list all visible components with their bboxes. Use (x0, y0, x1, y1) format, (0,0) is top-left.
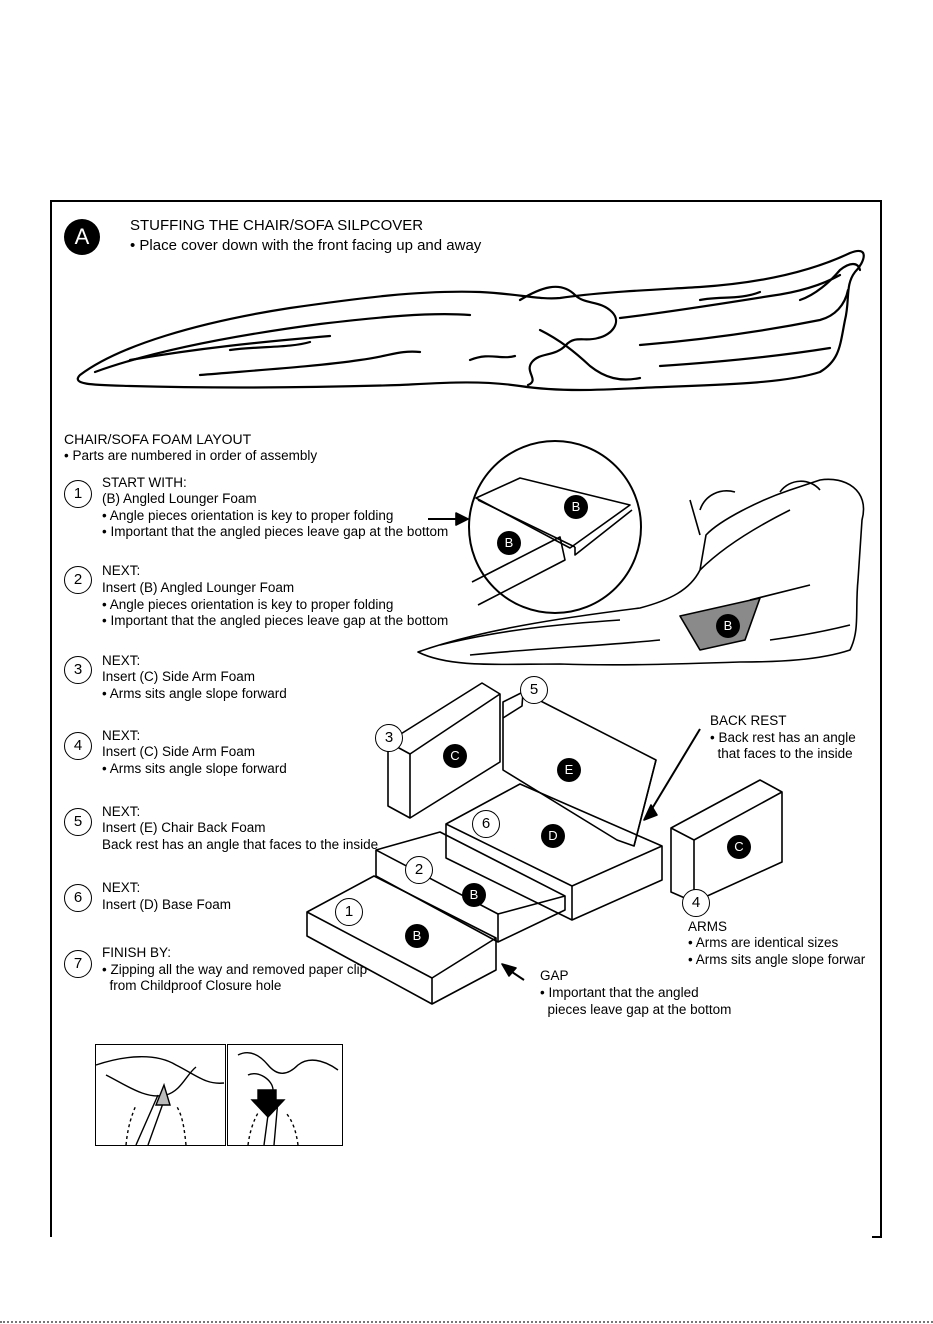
part-number-3: 3 (375, 724, 403, 752)
frame-corner-mark (872, 1236, 882, 1238)
piece-label-d: D (541, 824, 565, 848)
step-3-line: Insert (C) Side Arm Foam (102, 669, 256, 684)
page-bottom-edge (0, 1321, 933, 1323)
foam-layout-heading: CHAIR/SOFA FOAM LAYOUT (64, 431, 252, 447)
arms-line: • Arms sits angle slope forwar (688, 952, 866, 967)
piece-label-c-left: C (443, 744, 467, 768)
step-2-number: 2 (64, 566, 92, 594)
zipper-hand-right-icon (237, 1052, 339, 1146)
step-6-line: Insert (D) Base Foam (102, 897, 232, 912)
step-6-label: NEXT: (102, 880, 141, 895)
zipper-photo-left (95, 1044, 226, 1146)
piece-label-e: E (557, 758, 581, 782)
step-1-number: 1 (64, 480, 92, 508)
part-number-2: 2 (405, 856, 433, 884)
step-4-line: • Arms sits angle slope forward (102, 761, 287, 776)
step-1-line: • Angle pieces orientation is key to pro… (102, 508, 394, 523)
step-5-line: Back rest has an angle that faces to the… (102, 837, 379, 852)
step-2-label: NEXT: (102, 563, 141, 578)
back-rest-line: that faces to the inside (710, 746, 853, 761)
step-1-label: START WITH: (102, 475, 187, 490)
gap-heading: GAP (540, 968, 569, 983)
arms-heading: ARMS (688, 919, 728, 934)
part-number-6: 6 (472, 810, 500, 838)
cover-label-b: B (716, 614, 740, 638)
part-number-4: 4 (682, 889, 710, 917)
step-6-number: 6 (64, 884, 92, 912)
zipper-photo-right (227, 1044, 343, 1146)
part-number-5: 5 (520, 676, 548, 704)
back-rest-heading: BACK REST (710, 713, 787, 728)
step-7-line: from Childproof Closure hole (102, 978, 282, 993)
step-3-line: • Arms sits angle slope forward (102, 686, 287, 701)
step-1-line: (B) Angled Lounger Foam (102, 491, 257, 506)
part-number-1: 1 (335, 898, 363, 926)
step-3-label: NEXT: (102, 653, 141, 668)
gap-line: pieces leave gap at the bottom (540, 1002, 732, 1017)
instruction-frame (50, 200, 882, 1237)
step-2-line: • Angle pieces orientation is key to pro… (102, 597, 394, 612)
piece-label-b-1: B (405, 924, 429, 948)
section-a-instruction: • Place cover down with the front facing… (130, 237, 482, 254)
step-4-line: Insert (C) Side Arm Foam (102, 744, 256, 759)
arms-line: • Arms are identical sizes (688, 935, 839, 950)
step-7-label: FINISH BY: (102, 945, 172, 960)
piece-label-b-2: B (462, 883, 486, 907)
step-3-number: 3 (64, 656, 92, 684)
step-2-line: • Important that the angled pieces leave… (102, 613, 449, 628)
step-5-line: Insert (E) Chair Back Foam (102, 820, 266, 835)
zoom-label-b-top: B (564, 495, 588, 519)
zipper-hand-left-icon (95, 1056, 225, 1146)
zoom-label-b-bottom: B (497, 531, 521, 555)
step-5-number: 5 (64, 808, 92, 836)
step-4-label: NEXT: (102, 728, 141, 743)
section-a-badge: A (64, 219, 100, 255)
step-7-number: 7 (64, 950, 92, 978)
step-2-line: Insert (B) Angled Lounger Foam (102, 580, 295, 595)
piece-label-c-right: C (727, 835, 751, 859)
gap-line: • Important that the angled (540, 985, 699, 1000)
step-7-line: • Zipping all the way and removed paper … (102, 962, 368, 977)
step-1-line: • Important that the angled pieces leave… (102, 524, 449, 539)
section-a-title: STUFFING THE CHAIR/SOFA SILPCOVER (130, 217, 424, 234)
back-rest-line: • Back rest has an angle (710, 730, 856, 745)
step-4-number: 4 (64, 732, 92, 760)
foam-layout-note: • Parts are numbered in order of assembl… (64, 448, 318, 463)
step-5-label: NEXT: (102, 804, 141, 819)
